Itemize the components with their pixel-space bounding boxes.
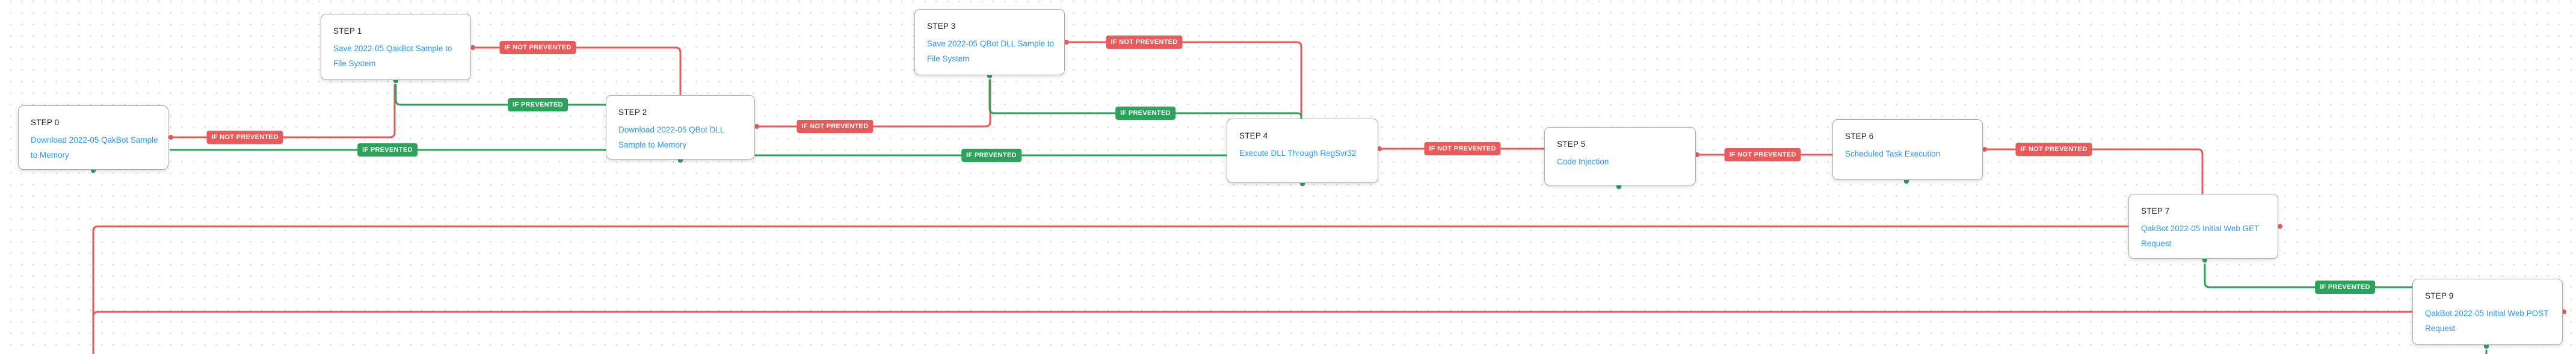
- edge-step7-step9-green: [2204, 260, 2412, 288]
- step-title: STEP 9: [2425, 291, 2454, 300]
- step-0-node[interactable]: STEP 0 Download 2022-05 QakBot Sample to…: [18, 105, 168, 170]
- edge-step2-step3-red: [755, 75, 991, 128]
- step-5-node[interactable]: STEP 5 Code Injection: [1544, 127, 1696, 185]
- step-6-node[interactable]: STEP 6 Scheduled Task Execution: [1832, 119, 1983, 180]
- step-action-link[interactable]: QakBot 2022-05 Initial Web GET Request: [2141, 224, 2260, 248]
- edge-label-step5-step6-not-prevented: IF NOT PREVENTED: [1724, 148, 1801, 161]
- edge-step1-step2-red: [472, 46, 682, 95]
- step-action-link[interactable]: Save 2022-05 QBot DLL Sample to File Sys…: [927, 39, 1055, 63]
- red-anchor-step2: [754, 124, 759, 129]
- step-title: STEP 7: [2141, 206, 2170, 216]
- edge-label-step1-step2-prevented: IF PREVENTED: [508, 98, 568, 111]
- step-action-link[interactable]: Download 2022-05 QBot DLL Sample to Memo…: [618, 125, 724, 149]
- step-title: STEP 3: [927, 22, 956, 31]
- edge-label-step6-step7-not-prevented: IF NOT PREVENTED: [2015, 143, 2092, 156]
- step-action-link[interactable]: Download 2022-05 QakBot Sample to Memory: [31, 135, 158, 160]
- step-7-node[interactable]: STEP 7 QakBot 2022-05 Initial Web GET Re…: [2128, 194, 2278, 259]
- edge-label-step2-step3-not-prevented: IF NOT PREVENTED: [797, 120, 874, 133]
- step-title: STEP 4: [1239, 131, 1268, 140]
- step-action-link[interactable]: Scheduled Task Execution: [1845, 149, 1941, 158]
- edge-step1-step2-green: [395, 80, 606, 106]
- edge-step3-step4-red: [1065, 41, 1302, 119]
- edge-label-step0-step1-not-prevented: IF NOT PREVENTED: [206, 131, 283, 144]
- step-9-node[interactable]: STEP 9 QakBot 2022-05 Initial Web POST R…: [2412, 279, 2563, 345]
- step-action-link[interactable]: QakBot 2022-05 Initial Web POST Request: [2425, 309, 2549, 333]
- step-action-link[interactable]: Execute DLL Through RegSvr32: [1239, 149, 1357, 158]
- edge-step9-offscreen-red: [92, 311, 2412, 354]
- red-anchor-step0: [168, 135, 173, 140]
- step-action-link[interactable]: Code Injection: [1557, 157, 1609, 166]
- red-anchor-step5: [1695, 152, 1699, 157]
- edge-label-step3-step4-prevented: IF PREVENTED: [1115, 107, 1176, 120]
- step-2-node[interactable]: STEP 2 Download 2022-05 QBot DLL Sample …: [606, 95, 755, 160]
- red-anchor-step7: [2278, 224, 2282, 229]
- step-title: STEP 1: [333, 26, 362, 36]
- edge-label-step7-step9-prevented: IF PREVENTED: [2315, 281, 2375, 294]
- step-action-link[interactable]: Save 2022-05 QakBot Sample to File Syste…: [333, 44, 452, 68]
- step-title: STEP 2: [618, 108, 647, 117]
- edge-label-step1-step2-not-prevented: IF NOT PREVENTED: [499, 41, 576, 54]
- red-anchor-step9: [2562, 309, 2566, 314]
- edge-label-step2-step4-prevented: IF PREVENTED: [961, 149, 1021, 162]
- edge-step6-step7-red: [1983, 148, 2204, 194]
- red-anchor-step6: [1982, 147, 1987, 152]
- red-anchor-step3: [1064, 40, 1069, 45]
- edge-label-step3-step4-not-prevented: IF NOT PREVENTED: [1106, 36, 1183, 49]
- edge-label-step0-step2-prevented: IF PREVENTED: [357, 143, 418, 157]
- step-title: STEP 0: [31, 118, 60, 127]
- step-title: STEP 6: [1845, 132, 1874, 141]
- edge-step0-step1-red: [170, 80, 396, 138]
- edge-label-step4-step5-not-prevented: IF NOT PREVENTED: [1424, 142, 1501, 155]
- step-title: STEP 5: [1557, 140, 1586, 149]
- red-anchor-step4: [1377, 146, 1382, 151]
- step-4-node[interactable]: STEP 4 Execute DLL Through RegSvr32: [1227, 119, 1378, 183]
- red-anchor-step1: [470, 45, 475, 50]
- step-3-node[interactable]: STEP 3 Save 2022-05 QBot DLL Sample to F…: [914, 9, 1065, 75]
- edge-step7-offscreen-red: [92, 225, 2128, 354]
- step-1-node[interactable]: STEP 1 Save 2022-05 QakBot Sample to Fil…: [321, 14, 471, 80]
